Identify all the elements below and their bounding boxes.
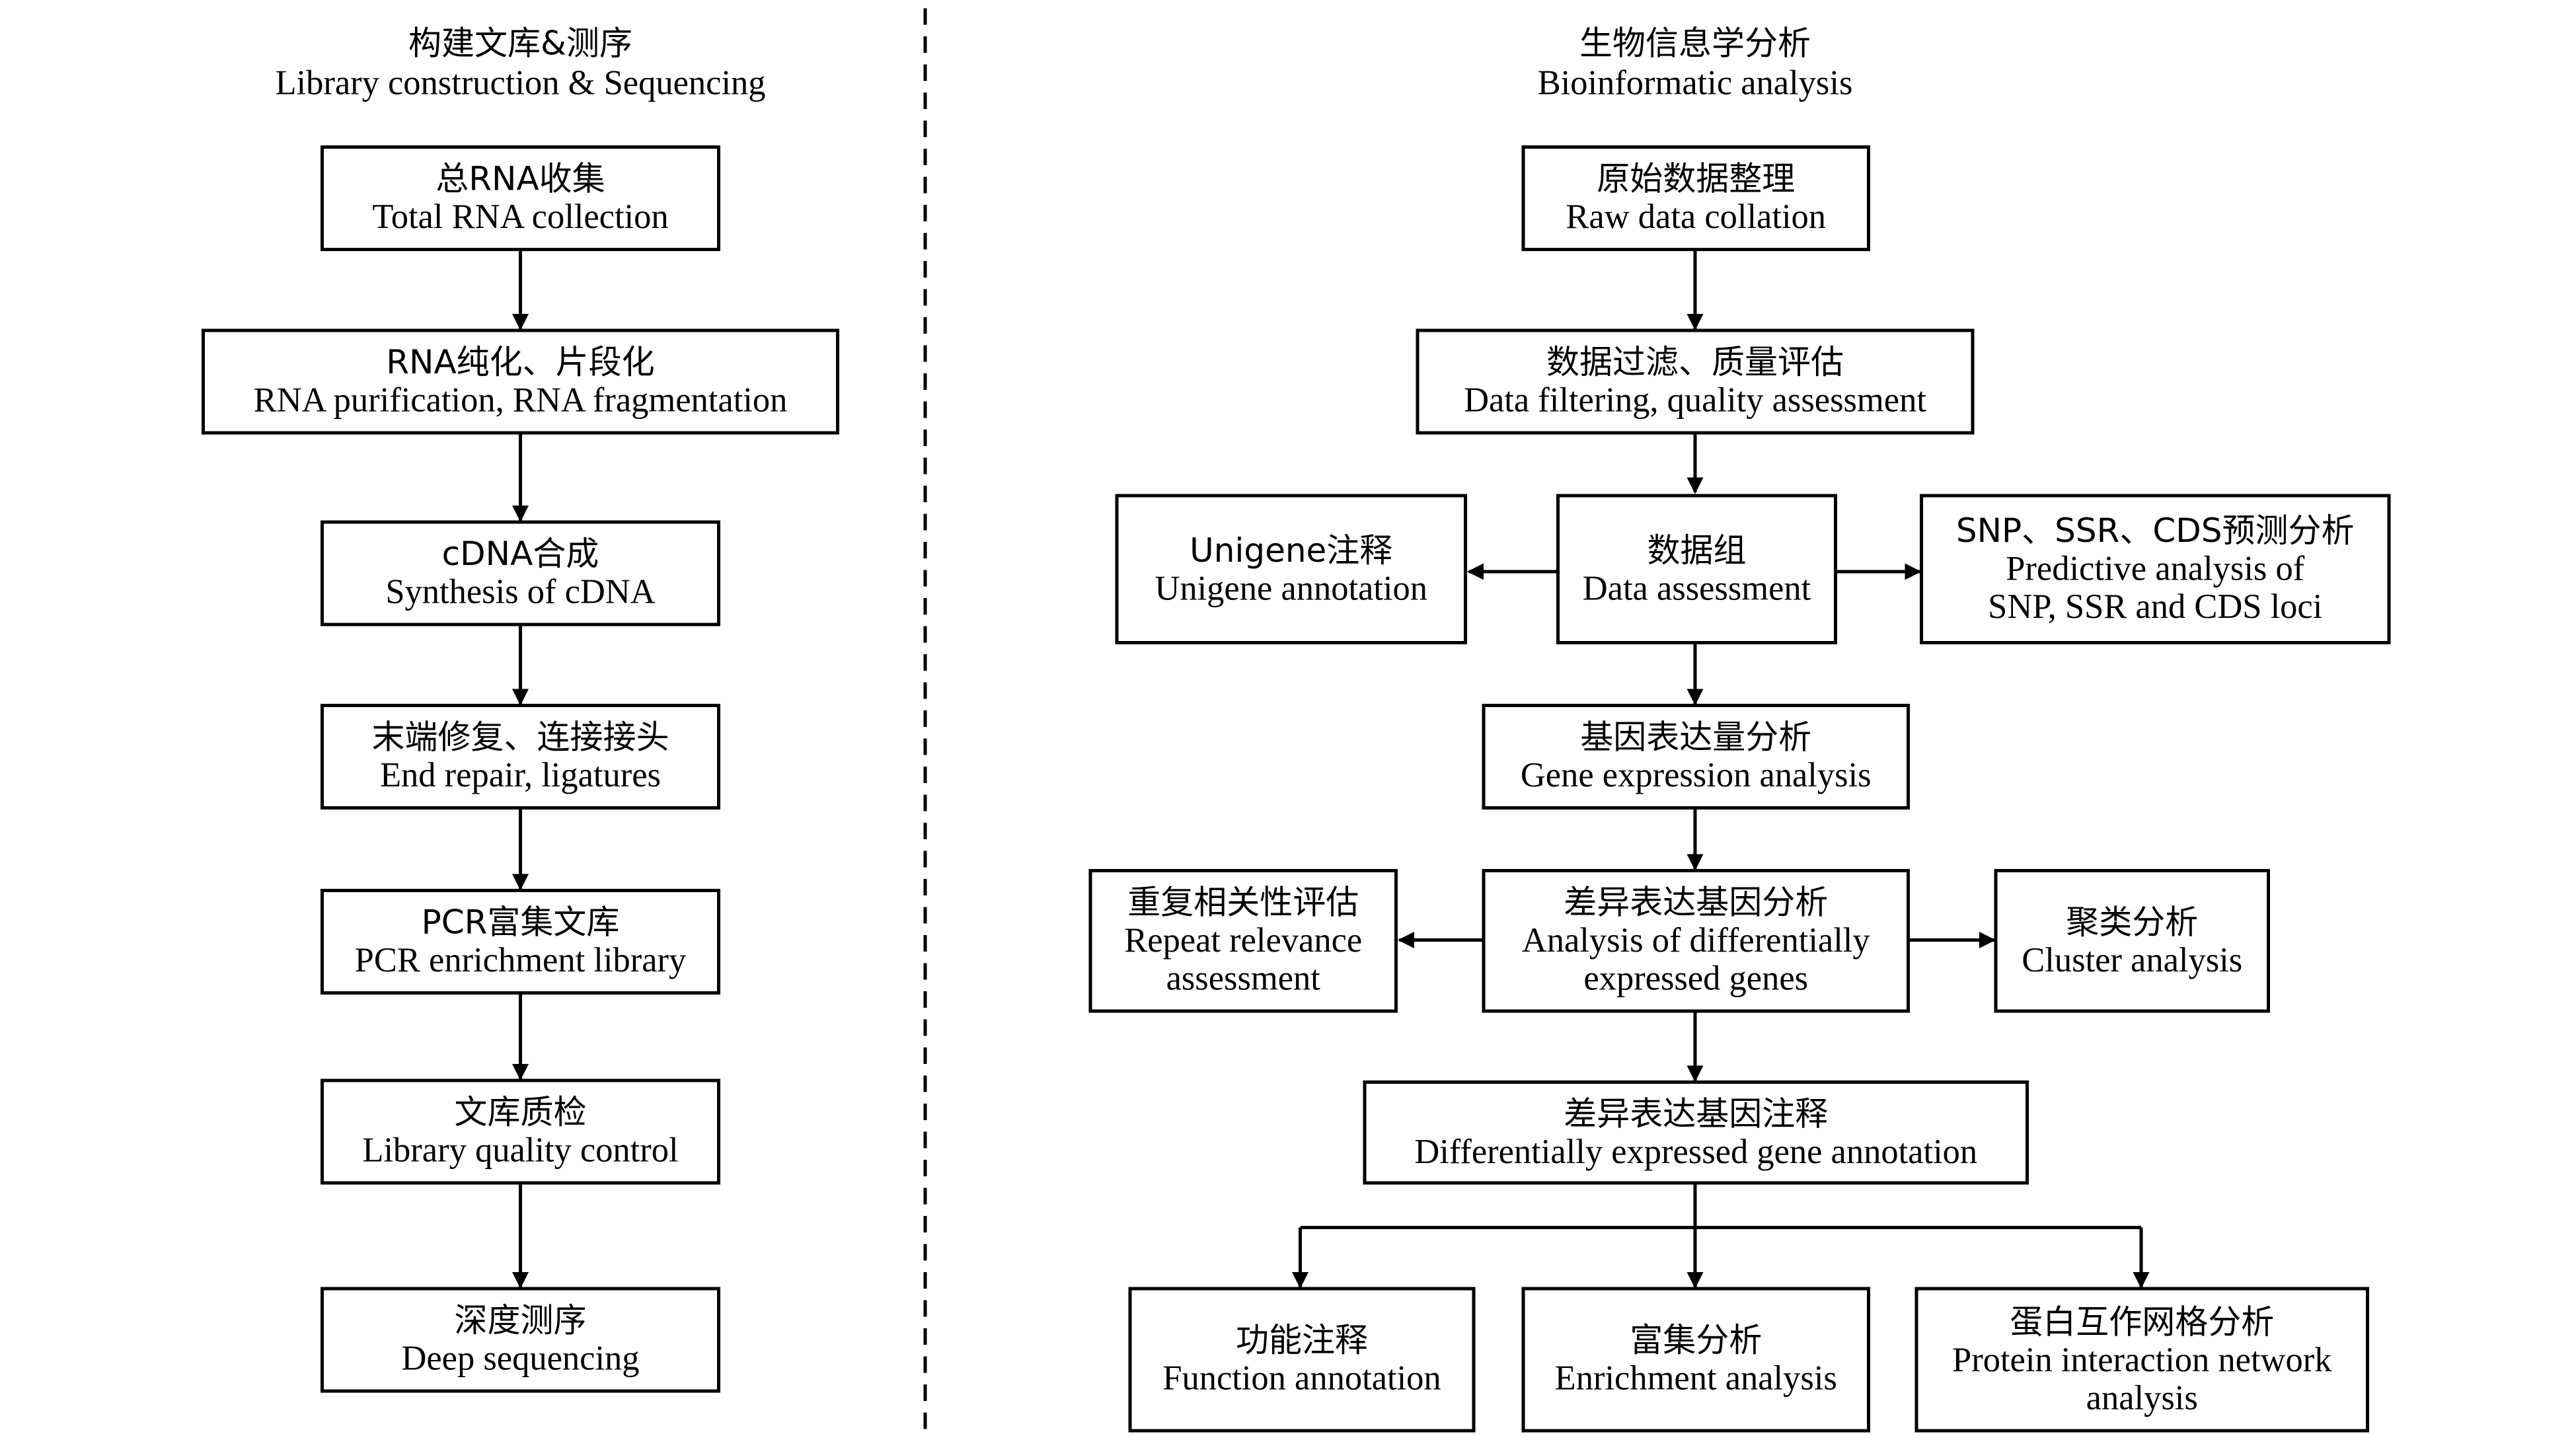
step-label-en: Library quality control xyxy=(362,1130,679,1170)
step-label-en: Synthesis of cDNA xyxy=(385,572,656,611)
node-gene-expression: 基因表达量分析 Gene expression analysis xyxy=(1482,704,1910,810)
step-label-zh: 总RNA收集 xyxy=(436,159,605,198)
node-label-en: Raw data collation xyxy=(1566,196,1827,237)
node-label-zh: 原始数据整理 xyxy=(1597,159,1796,198)
node-label-en-line2: analysis xyxy=(2086,1377,2198,1417)
node-label-en-line1: Predictive analysis of xyxy=(2006,548,2305,588)
step-label-en: End repair, ligatures xyxy=(379,755,661,795)
step-deep-sequencing: 深度测序 Deep sequencing xyxy=(321,1287,720,1393)
right-section-title-en: Bioinformatic analysis xyxy=(1537,63,1853,102)
node-label-en: Differentially expressed gene annotation xyxy=(1414,1131,1978,1171)
step-label-zh: cDNA合成 xyxy=(441,533,599,574)
step-pcr-enrichment: PCR富集文库 PCR enrichment library xyxy=(321,889,720,995)
node-label-en: Cluster analysis xyxy=(2022,939,2243,979)
node-label-en-line1: Repeat relevance xyxy=(1124,920,1363,960)
node-data-assessment: 数据组 Data assessment xyxy=(1556,494,1837,644)
step-label-zh: PCR富集文库 xyxy=(421,902,620,942)
node-data-filtering: 数据过滤、质量评估 Data filtering, quality assess… xyxy=(1416,328,1975,435)
node-label-en-line1: Analysis of differentially xyxy=(1521,920,1870,960)
node-label-en-line2: SNP, SSR and CDS loci xyxy=(1988,586,2323,626)
step-label-en: PCR enrichment library xyxy=(354,940,687,980)
node-label-zh: 蛋白互作网格分析 xyxy=(2010,1301,2275,1341)
node-label-zh: 差异表达基因注释 xyxy=(1564,1092,1829,1133)
node-label-zh: 富集分析 xyxy=(1630,1320,1762,1360)
node-function-annotation: 功能注释 Function annotation xyxy=(1128,1287,1476,1433)
node-label-zh: 功能注释 xyxy=(1236,1320,1368,1360)
right-flow-arrows xyxy=(1292,249,2150,1289)
node-differential-expression: 差异表达基因分析 Analysis of differentially expr… xyxy=(1482,869,1910,1013)
node-enrichment-analysis: 富集分析 Enrichment analysis xyxy=(1521,1287,1870,1433)
step-total-rna: 总RNA收集 Total RNA collection xyxy=(321,145,720,251)
node-label-en: Data filtering, quality assessment xyxy=(1464,380,1926,420)
right-section-title-zh: 生物信息学分析 xyxy=(1579,23,1811,63)
step-label-zh: RNA纯化、片段化 xyxy=(386,342,655,382)
node-label-en-line1: Protein interaction network xyxy=(1952,1339,2332,1379)
node-label-zh: 基因表达量分析 xyxy=(1580,717,1812,757)
node-label-zh: SNP、SSR、CDS预测分析 xyxy=(1955,510,2355,550)
step-label-en: RNA purification, RNA fragmentation xyxy=(253,380,788,420)
step-label-en: Total RNA collection xyxy=(372,196,669,237)
node-label-en: Gene expression analysis xyxy=(1520,755,1872,795)
step-end-repair: 末端修复、连接接头 End repair, ligatures xyxy=(321,704,720,810)
node-label-en: Enrichment analysis xyxy=(1554,1358,1837,1398)
left-section-title-en: Library construction & Sequencing xyxy=(275,63,766,102)
node-label-zh: 数据过滤、质量评估 xyxy=(1546,342,1844,382)
node-label-en-line2: assessment xyxy=(1166,958,1320,998)
node-cluster-analysis: 聚类分析 Cluster analysis xyxy=(1994,869,2270,1013)
step-library-qc: 文库质检 Library quality control xyxy=(321,1078,720,1185)
node-label-zh: 差异表达基因分析 xyxy=(1564,882,1829,922)
node-deg-annotation: 差异表达基因注释 Differentially expressed gene a… xyxy=(1363,1080,2029,1185)
node-label-zh: 聚类分析 xyxy=(2066,901,2199,941)
right-section-heading: 生物信息学分析 Bioinformatic analysis xyxy=(1538,23,1853,102)
step-label-en: Deep sequencing xyxy=(401,1338,640,1378)
left-section-title-zh: 构建文库&测序 xyxy=(408,23,632,63)
node-label-en: Function annotation xyxy=(1162,1358,1441,1398)
node-label-en: Data assessment xyxy=(1582,567,1811,607)
node-snp-ssr-cds: SNP、SSR、CDS预测分析 Predictive analysis of S… xyxy=(1920,494,2391,644)
step-label-zh: 深度测序 xyxy=(454,1300,587,1340)
node-raw-data: 原始数据整理 Raw data collation xyxy=(1521,145,1870,251)
node-label-zh: 数据组 xyxy=(1647,529,1747,570)
node-label-zh: 重复相关性评估 xyxy=(1127,882,1359,922)
step-label-zh: 末端修复、连接接头 xyxy=(371,717,669,757)
node-label-en-line2: expressed genes xyxy=(1583,958,1809,998)
node-protein-interaction: 蛋白互作网格分析 Protein interaction network ana… xyxy=(1914,1287,2369,1433)
step-cdna-synthesis: cDNA合成 Synthesis of cDNA xyxy=(321,520,720,626)
node-unigene-annotation: Unigene注释 Unigene annotation xyxy=(1115,494,1467,644)
step-label-zh: 文库质检 xyxy=(454,1092,587,1132)
node-label-zh: Unigene注释 xyxy=(1190,529,1393,570)
node-label-en: Unigene annotation xyxy=(1155,567,1428,607)
step-rna-purification: RNA纯化、片段化 RNA purification, RNA fragment… xyxy=(202,328,839,435)
left-section-heading: 构建文库&测序 Library construction & Sequencin… xyxy=(275,23,765,102)
node-repeat-relevance: 重复相关性评估 Repeat relevance assessment xyxy=(1088,869,1398,1013)
